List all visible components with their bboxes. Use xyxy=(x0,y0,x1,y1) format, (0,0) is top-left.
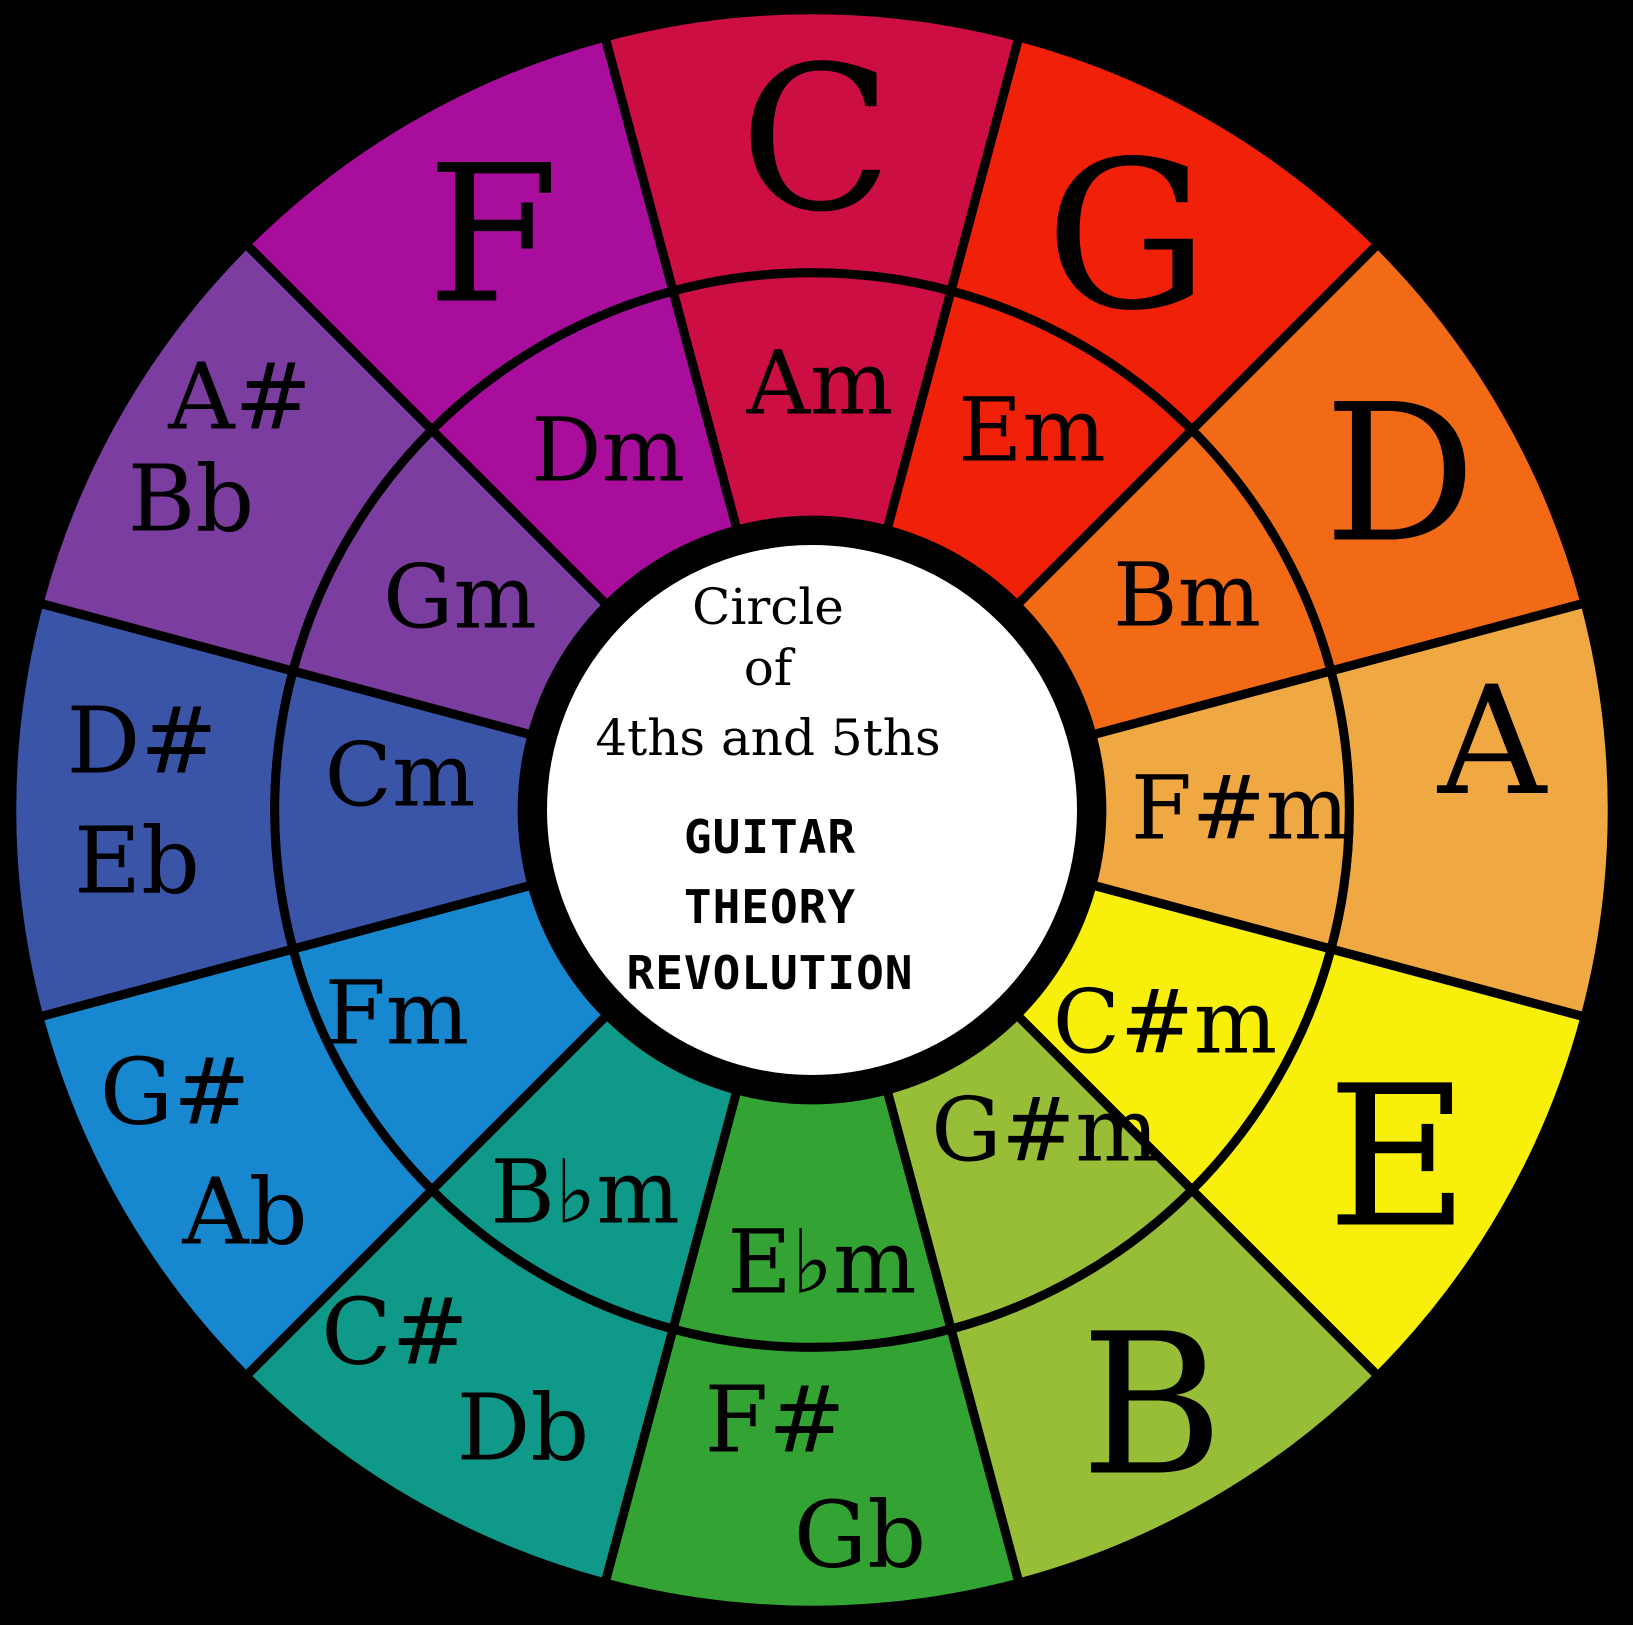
inner-label-bm: Bm xyxy=(1113,544,1261,647)
outer-label-d: D xyxy=(1324,364,1476,585)
inner-label-b-flat-m: B♭m xyxy=(490,1141,680,1244)
outer-label-f-sharp: F# xyxy=(705,1367,846,1474)
outer-label-a-sharp: A# xyxy=(167,344,312,451)
outer-label-g: G xyxy=(1045,118,1209,356)
outer-label-f: F xyxy=(427,125,559,346)
outer-label-f-sharp-alt: Gb xyxy=(794,1482,926,1589)
outer-label-c-sharp-alt: Db xyxy=(457,1375,590,1482)
outer-label-b: B xyxy=(1080,1292,1223,1519)
outer-label-a-sharp-alt: Bb xyxy=(128,446,255,553)
center-hub xyxy=(521,519,1103,1101)
inner-label-e-flat-m: E♭m xyxy=(727,1211,916,1314)
outer-label-c-sharp: C# xyxy=(321,1279,468,1386)
outer-label-g-sharp: G# xyxy=(100,1039,251,1146)
center-title-line1: Circle xyxy=(692,578,844,636)
inner-label-em: Em xyxy=(958,379,1106,482)
outer-label-c: C xyxy=(739,24,892,257)
outer-label-a: A xyxy=(1437,655,1548,829)
center-title-line3: 4ths and 5ths xyxy=(595,709,940,767)
outer-label-g-sharp-alt: Ab xyxy=(181,1159,307,1266)
inner-label-c-sharp-m: C#m xyxy=(1053,971,1278,1074)
inner-label-cm: Cm xyxy=(325,724,476,827)
inner-label-am: Am xyxy=(746,332,894,435)
inner-label-fm: Fm xyxy=(325,962,470,1065)
outer-label-d-sharp-alt: Eb xyxy=(74,808,200,915)
brand-line1-guitar: GUITAR xyxy=(684,810,856,864)
inner-label-g-sharp-m: G#m xyxy=(931,1079,1158,1182)
outer-label-e: E xyxy=(1327,1044,1469,1271)
inner-label-f-sharp-m: F#m xyxy=(1131,757,1349,860)
inner-label-gm: Gm xyxy=(383,546,537,649)
outer-label-d-sharp: D# xyxy=(67,688,218,795)
brand-line3-revolution: REVOLUTION xyxy=(627,946,914,1000)
inner-label-dm: Dm xyxy=(531,399,685,502)
center-title-line2: of xyxy=(744,639,796,697)
brand-line2-theory: THEORY xyxy=(684,880,856,934)
